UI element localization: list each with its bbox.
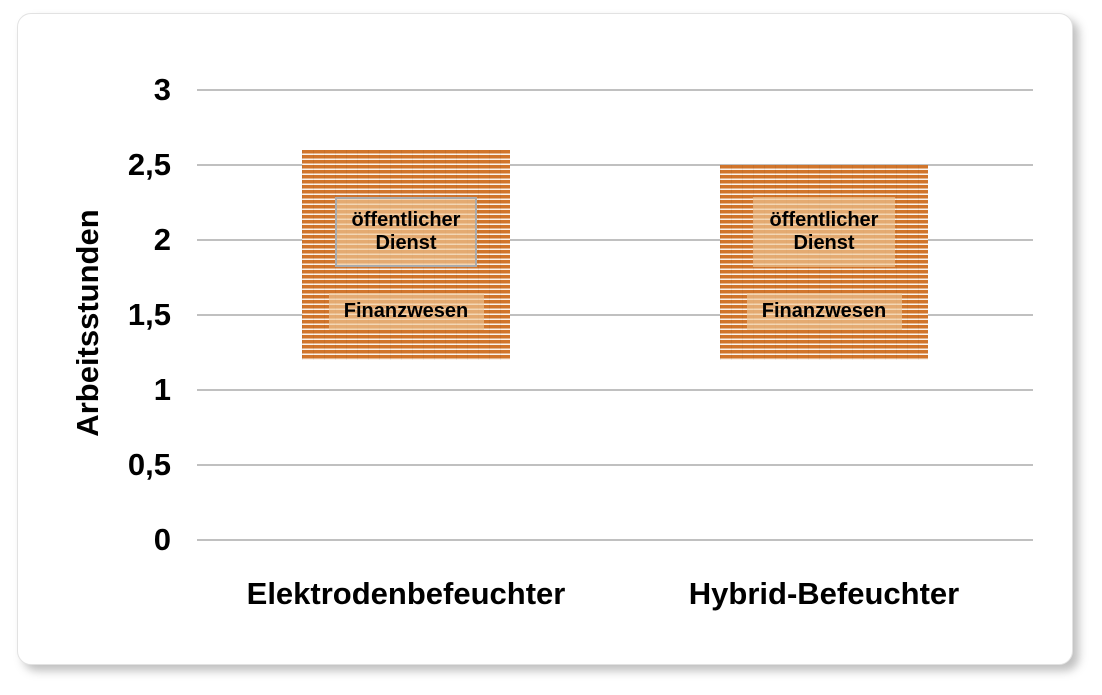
x-category-label: Hybrid-Befeuchter: [688, 576, 960, 611]
gridline: [197, 539, 1033, 541]
gridline: [197, 464, 1033, 466]
bar-annotation-label: öffentlicher Dienst: [335, 196, 477, 267]
y-axis-title: Arbeitsstunden: [70, 209, 105, 437]
y-tick-label: 1,5: [127, 297, 171, 332]
x-category-label: Elektrodenbefeuchter: [246, 576, 566, 611]
y-tick-label: 0,5: [127, 447, 171, 482]
bar-annotation-label: öffentlicher Dienst: [753, 196, 895, 267]
bar-annotation-label: Finanzwesen: [746, 292, 902, 330]
gridline: [197, 389, 1033, 391]
gridline: [197, 314, 1033, 316]
gridline: [197, 239, 1033, 241]
y-tick-label: 2: [153, 222, 171, 257]
y-tick-label: 3: [153, 72, 171, 107]
y-tick-label: 0: [153, 522, 171, 557]
bar-annotation-label: Finanzwesen: [328, 292, 484, 330]
y-tick-label: 1: [153, 372, 171, 407]
gridline: [197, 164, 1033, 166]
gridline: [197, 89, 1033, 91]
y-tick-label: 2,5: [127, 147, 171, 182]
